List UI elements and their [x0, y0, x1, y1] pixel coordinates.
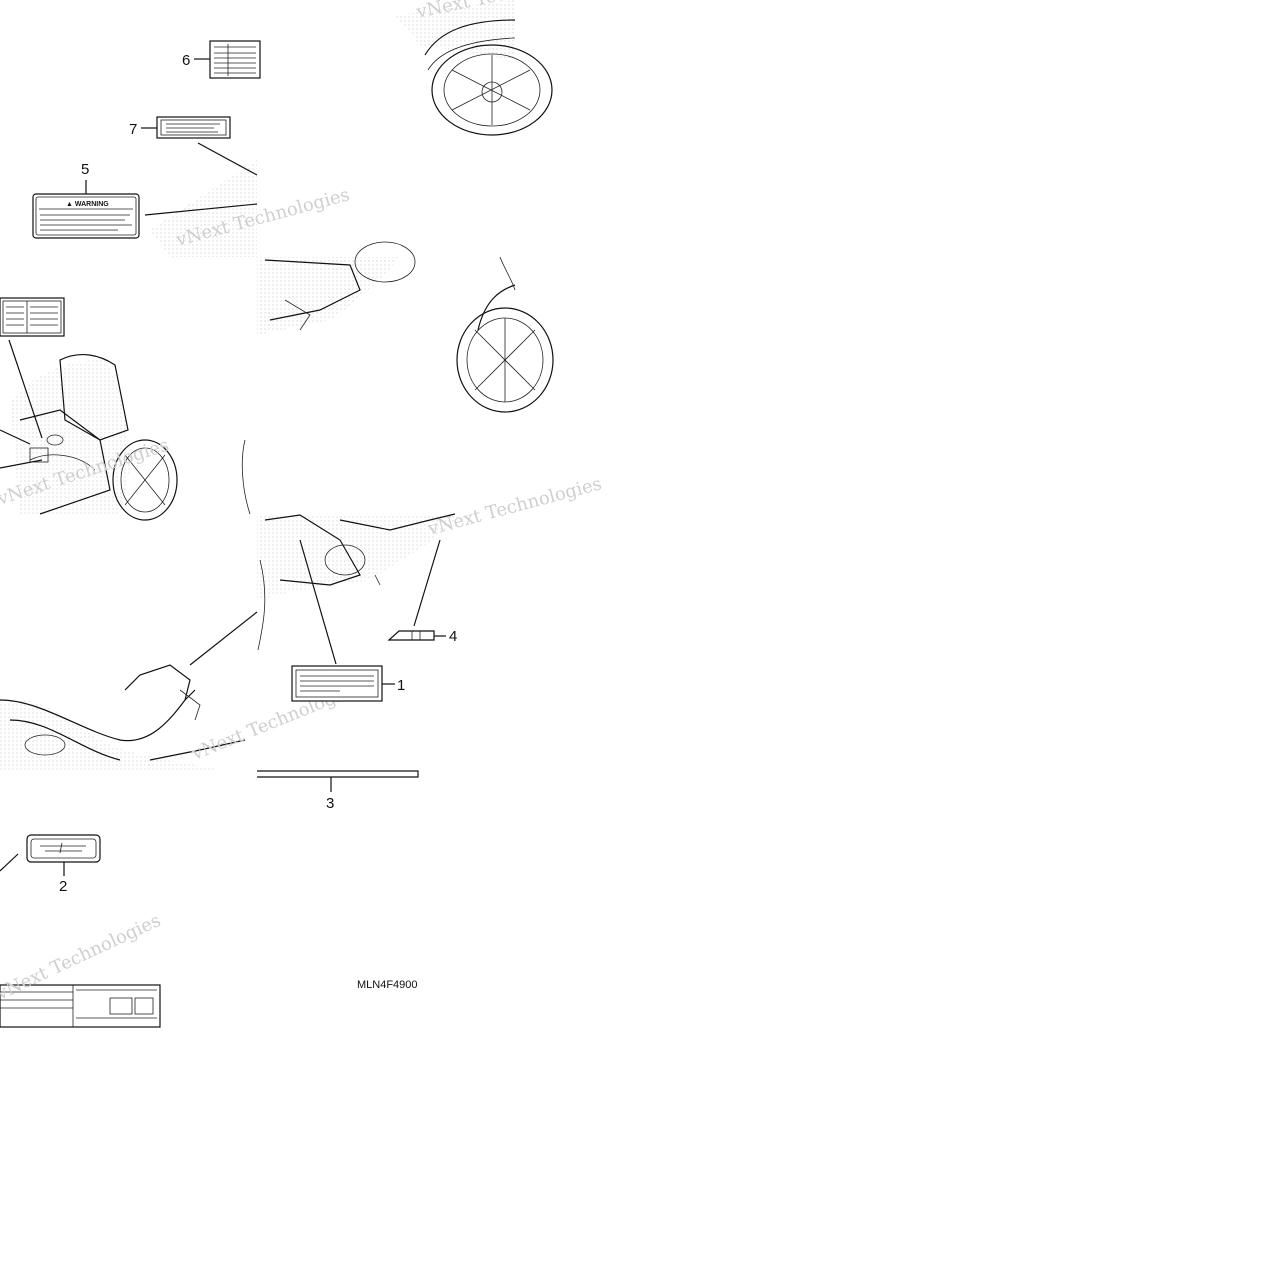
label-7-sticker[interactable] [156, 116, 231, 139]
callout-5: 5 [81, 161, 89, 178]
label-3-sticker[interactable] [257, 770, 419, 778]
label-4-sticker[interactable] [387, 630, 435, 641]
motorcycle-front-drawing [10, 353, 178, 521]
tile-lower-right: 4 1 3 vNext Technologies [257, 473, 604, 812]
info-plate-sticker[interactable] [0, 984, 161, 1028]
label-6-sticker[interactable] [209, 40, 261, 79]
callout-6: 6 [182, 52, 190, 69]
engine-frame-drawing [257, 513, 460, 651]
tile-mid-right [257, 241, 554, 413]
diagram-code: MLN4F4900 [357, 979, 418, 991]
label-1-sticker[interactable] [291, 665, 383, 702]
tile-top-right: vNext Technologies [395, 0, 594, 136]
label-5-warning-sticker[interactable]: ▲ WARNING [32, 193, 140, 239]
watermark-text: vNext Technologies [425, 473, 604, 540]
callout-7: 7 [129, 121, 137, 138]
label-upper-left-sticker[interactable] [0, 297, 65, 337]
callout-2: 2 [59, 878, 67, 895]
label-2-sticker[interactable] [26, 834, 101, 863]
warning-label-text: ▲ WARNING [66, 201, 109, 208]
front-wheel-drawing [424, 19, 553, 136]
callout-4: 4 [449, 628, 457, 645]
motorcycle-seat-drawing [0, 664, 246, 770]
tile-mid-left: vNext Technologies [0, 297, 251, 521]
engine-lower-drawing [257, 241, 416, 335]
callout-3: 3 [326, 795, 334, 812]
tile-bottom-left: 2 vNext Technologies MLN4F4900 [0, 834, 418, 1028]
front-wheel-drawing-2 [456, 256, 554, 413]
callout-1: 1 [397, 677, 405, 694]
tile-top-left: 6 7 5 ▲ WARNING vNext Technologies [32, 40, 352, 257]
